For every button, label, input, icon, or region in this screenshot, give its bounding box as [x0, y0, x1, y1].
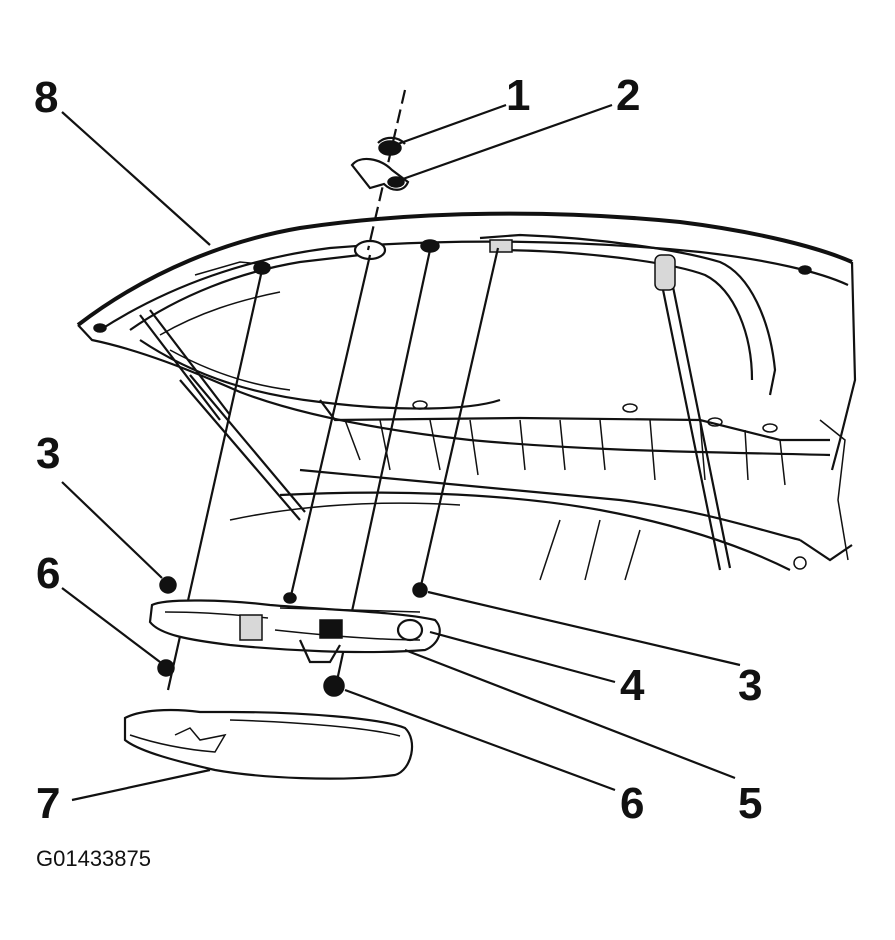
callout-8: 8 — [34, 73, 58, 122]
leader-lines — [61, 103, 741, 802]
handle-cover-7 — [123, 708, 414, 780]
callout-7: 7 — [36, 779, 60, 828]
callout-4: 4 — [620, 661, 645, 710]
figure-id: G01433875 — [36, 846, 151, 871]
clip-1 — [377, 136, 406, 156]
nut-6-right — [323, 675, 345, 697]
callout-5: 5 — [738, 779, 762, 828]
nut-6-left — [157, 659, 175, 677]
trunk-lid-panel — [76, 211, 857, 581]
callout-6-right: 6 — [620, 779, 644, 828]
callout-labels: 1 2 8 3 6 4 3 7 6 5 — [34, 71, 762, 828]
callout-1: 1 — [506, 71, 530, 120]
grommet-2 — [350, 157, 410, 191]
callout-6-left: 6 — [36, 549, 60, 598]
callout-3-right: 3 — [738, 661, 762, 710]
callout-3-left: 3 — [36, 429, 60, 478]
callout-2: 2 — [616, 71, 640, 120]
handle-bracket-assembly — [148, 576, 441, 664]
